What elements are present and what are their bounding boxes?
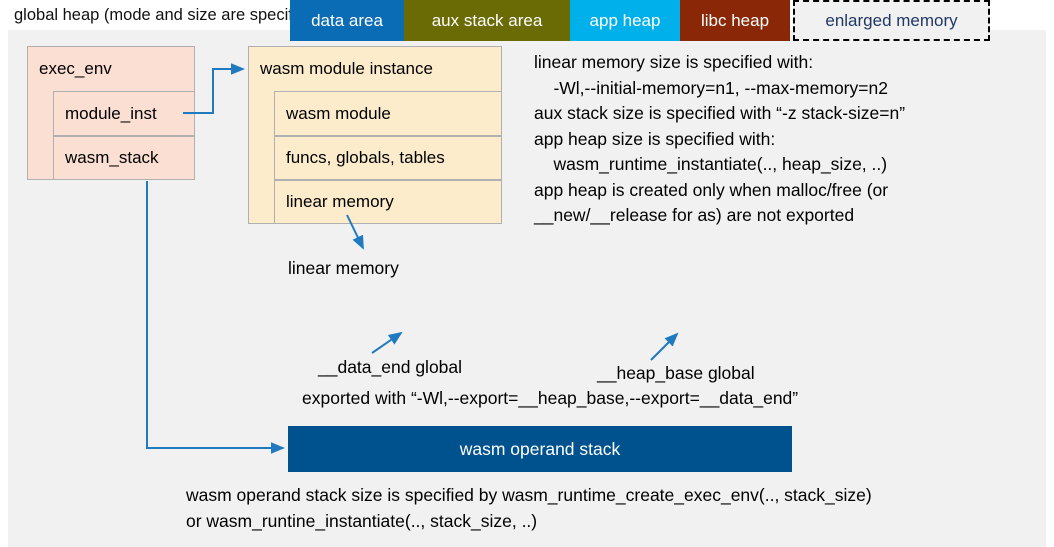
annotation-data-end: __data_end global bbox=[318, 357, 463, 377]
module-row-wasm-module-label: wasm module bbox=[286, 103, 391, 123]
memory-segment-libc-heap: libc heap bbox=[680, 0, 790, 41]
memory-segment-enlarged-memory: enlarged memory bbox=[793, 0, 990, 41]
annotation-heap-base: __heap_base global bbox=[597, 363, 755, 383]
annotation-exported-with: exported with “-Wl,--export=__heap_base,… bbox=[302, 388, 799, 408]
memory-segment-app-heap: app heap bbox=[570, 0, 680, 41]
exec-env-title: exec_env bbox=[39, 58, 112, 78]
memory-segment-aux-stack-area: aux stack area bbox=[404, 0, 570, 41]
module-row-linear-memory bbox=[274, 180, 502, 224]
wasm-module-instance-title: wasm module instance bbox=[260, 58, 433, 78]
exec-env-field-module-inst-label: module_inst bbox=[65, 103, 157, 123]
wasm-operand-stack-box: wasm operand stack bbox=[288, 426, 792, 472]
exec-env-field-wasm-stack-label: wasm_stack bbox=[65, 148, 159, 167]
exec-env-field-wasm-stack bbox=[53, 136, 195, 180]
module-row-wasm-module bbox=[274, 91, 502, 136]
module-row-linear-memory-label: linear memory bbox=[286, 192, 394, 211]
module-row-funcs-globals-tables bbox=[274, 136, 502, 180]
operand-stack-note: wasm operand stack size is specified by … bbox=[186, 485, 872, 531]
memory-config-note: linear memory size is specified with: -W… bbox=[534, 52, 906, 225]
module-row-funcs-globals-tables-label: funcs, globals, tables bbox=[286, 148, 445, 167]
linear-memory-caption: linear memory bbox=[288, 258, 399, 278]
memory-segment-data-area: data area bbox=[290, 0, 404, 41]
